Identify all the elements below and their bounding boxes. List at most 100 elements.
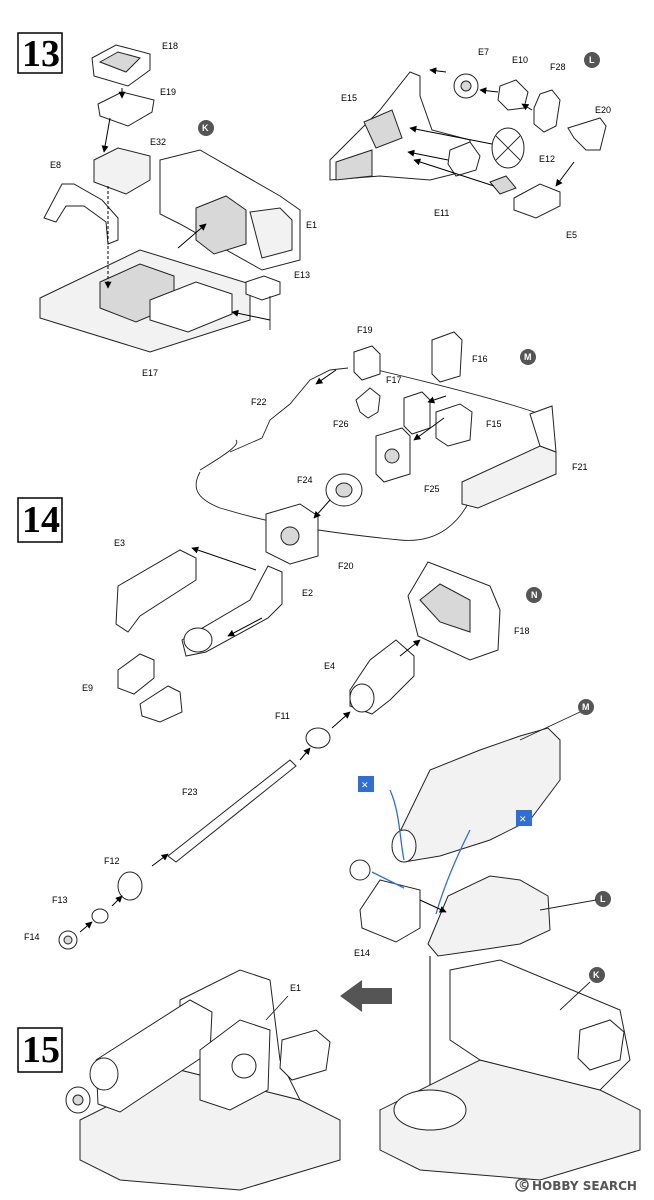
arrow-icon [315, 369, 337, 385]
svg-text:M: M [582, 702, 590, 712]
part-f26 [355, 387, 381, 419]
label-f24: F24 [297, 475, 313, 485]
watermark: © HOBBY SEARCH [515, 1178, 637, 1193]
label-f25: F25 [424, 484, 440, 494]
arrow-icon [413, 158, 495, 187]
assembly-m-gun [395, 727, 561, 863]
label-f14: F14 [24, 932, 40, 942]
no-glue-icon: ✕ [516, 810, 532, 826]
label-f12: F12 [104, 856, 120, 866]
hobby-search-logo-icon [515, 1178, 529, 1192]
label-e14: E14 [354, 948, 370, 958]
arrow-icon [177, 223, 207, 249]
label-e10: E10 [512, 55, 528, 65]
arrow-icon [521, 103, 533, 111]
label-f20: F20 [338, 561, 354, 571]
arrow-icon [151, 853, 169, 867]
label-e1: E1 [306, 220, 317, 230]
label-e20: E20 [595, 105, 611, 115]
arrow-icon [331, 711, 351, 729]
arrow-icon [429, 67, 447, 75]
label-e32: E32 [150, 137, 166, 147]
bubble-k-15: K [589, 967, 605, 983]
no-glue-icon: ✕ [358, 776, 374, 792]
label-e15: E15 [341, 93, 357, 103]
label-f15: F15 [486, 419, 502, 429]
arrow-icon [191, 546, 257, 571]
label-f13: F13 [52, 895, 68, 905]
part-e10 [497, 79, 529, 111]
arrow-icon [479, 87, 499, 95]
arrow-icon [555, 161, 575, 187]
bubble-l2-14: L [595, 891, 611, 907]
label-e3: E3 [114, 538, 125, 548]
label-e18: E18 [162, 41, 178, 51]
label-e12: E12 [539, 154, 555, 164]
step-15: 15 E1 K [17, 959, 641, 1191]
bubble-n-14: N [526, 587, 542, 603]
part-e9 [117, 653, 155, 695]
part-e19 [97, 91, 155, 127]
part-f23 [167, 759, 297, 863]
label-f18: F18 [514, 626, 530, 636]
part-f21 [461, 445, 557, 509]
part-f17 [403, 391, 431, 435]
part-e11 [447, 141, 481, 177]
step-15-number: 15 [22, 1029, 60, 1071]
step-15-box [17, 1027, 63, 1073]
label-f26: F26 [333, 419, 349, 429]
part-e32 [93, 147, 151, 195]
label-e19: E19 [160, 87, 176, 97]
part-e5 [513, 183, 561, 219]
label-f21: F21 [572, 462, 588, 472]
label-e11: E11 [434, 208, 449, 218]
assembly-l-mount [427, 875, 551, 957]
label-f28: F28 [550, 62, 566, 72]
label-f16: F16 [472, 354, 488, 364]
arrow-icon [340, 980, 392, 1012]
label-e7: E7 [478, 47, 489, 57]
part-f13 [91, 908, 109, 924]
arrow-icon [231, 309, 271, 321]
arrow-icon [419, 899, 447, 913]
part-e3 [115, 549, 197, 633]
label-e4: E4 [324, 661, 335, 671]
part-f16 [431, 331, 463, 383]
label-e17: E17 [142, 368, 158, 378]
svg-text:M: M [524, 352, 532, 362]
label-e8: E8 [50, 160, 61, 170]
label-e2: E2 [302, 588, 313, 598]
step-13-number: 13 [22, 33, 60, 75]
part-f12 [117, 871, 143, 901]
label-f19: F19 [357, 325, 373, 335]
part-e20 [567, 117, 607, 151]
assembly-l-gun-cradle [329, 67, 607, 219]
label-e5: E5 [566, 230, 577, 240]
arrow-icon [413, 417, 445, 441]
svg-text:©: © [518, 1178, 530, 1192]
arrow-icon [101, 117, 111, 153]
svg-text:N: N [531, 590, 538, 600]
arrow-icon [111, 895, 123, 907]
bubble-k-13: K [198, 120, 214, 136]
part-e8 [43, 183, 119, 245]
label-e9: E9 [82, 683, 93, 693]
label-f22: F22 [251, 397, 267, 407]
step-13-box [17, 32, 63, 74]
part-f15 [435, 403, 473, 447]
label-f17: F17 [386, 375, 402, 385]
svg-text:L: L [600, 894, 606, 904]
arrow-icon [407, 149, 449, 161]
bubble-m-14: M [520, 349, 536, 365]
label-f11: F11 [275, 711, 290, 721]
arrow-icon [399, 639, 421, 657]
arrow-icon [313, 499, 331, 519]
step-14-number: 14 [22, 499, 60, 541]
svg-text:K: K [202, 123, 209, 133]
ring-mount [393, 1089, 467, 1131]
step-14: 14 [17, 325, 611, 1113]
svg-text:L: L [589, 55, 595, 65]
arrow-icon [227, 617, 263, 637]
step-13: 13 [17, 32, 611, 378]
